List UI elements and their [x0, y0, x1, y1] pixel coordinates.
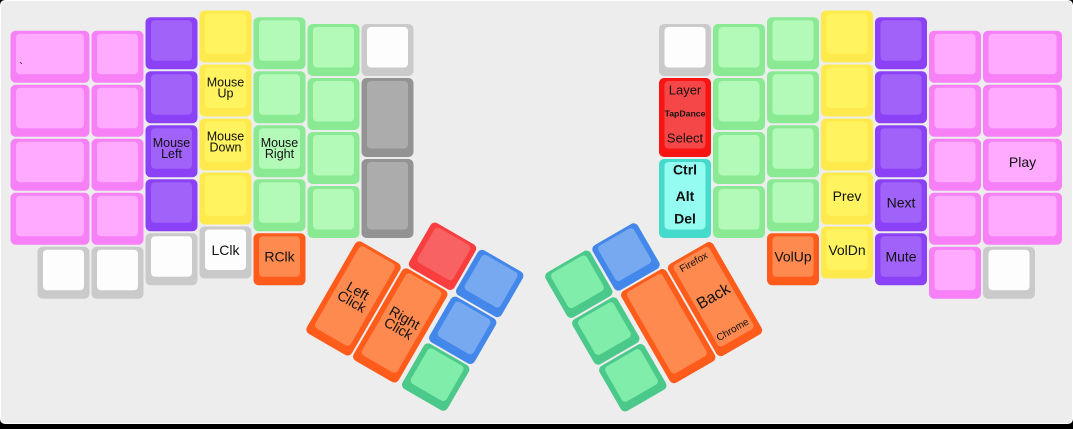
- svg-text:Ctrl: Ctrl: [673, 162, 697, 178]
- svg-text:LClk: LClk: [211, 242, 240, 258]
- svg-text:Left: Left: [161, 147, 182, 161]
- svg-text:Del: Del: [674, 211, 696, 227]
- svg-text:Mouse: Mouse: [153, 136, 191, 150]
- svg-text:Right: Right: [265, 147, 295, 161]
- svg-text:Prev: Prev: [833, 188, 862, 204]
- svg-text:RClk: RClk: [264, 249, 295, 265]
- svg-text:Layer: Layer: [669, 83, 702, 98]
- svg-text:VolUp: VolUp: [774, 249, 812, 265]
- svg-text:Mouse: Mouse: [207, 75, 245, 89]
- svg-text:Play: Play: [1009, 154, 1036, 170]
- svg-text:Down: Down: [210, 140, 242, 154]
- svg-text:TapDance: TapDance: [665, 108, 706, 118]
- svg-text:Mute: Mute: [885, 249, 916, 265]
- svg-text:Next: Next: [887, 195, 916, 211]
- svg-text:Alt: Alt: [676, 188, 695, 204]
- svg-text:`: `: [19, 60, 23, 74]
- svg-text:Mouse: Mouse: [261, 136, 299, 150]
- svg-text:Mouse: Mouse: [207, 129, 245, 143]
- svg-text:VolDn: VolDn: [828, 242, 865, 258]
- svg-text:Select: Select: [667, 131, 704, 146]
- svg-text:Up: Up: [218, 86, 234, 100]
